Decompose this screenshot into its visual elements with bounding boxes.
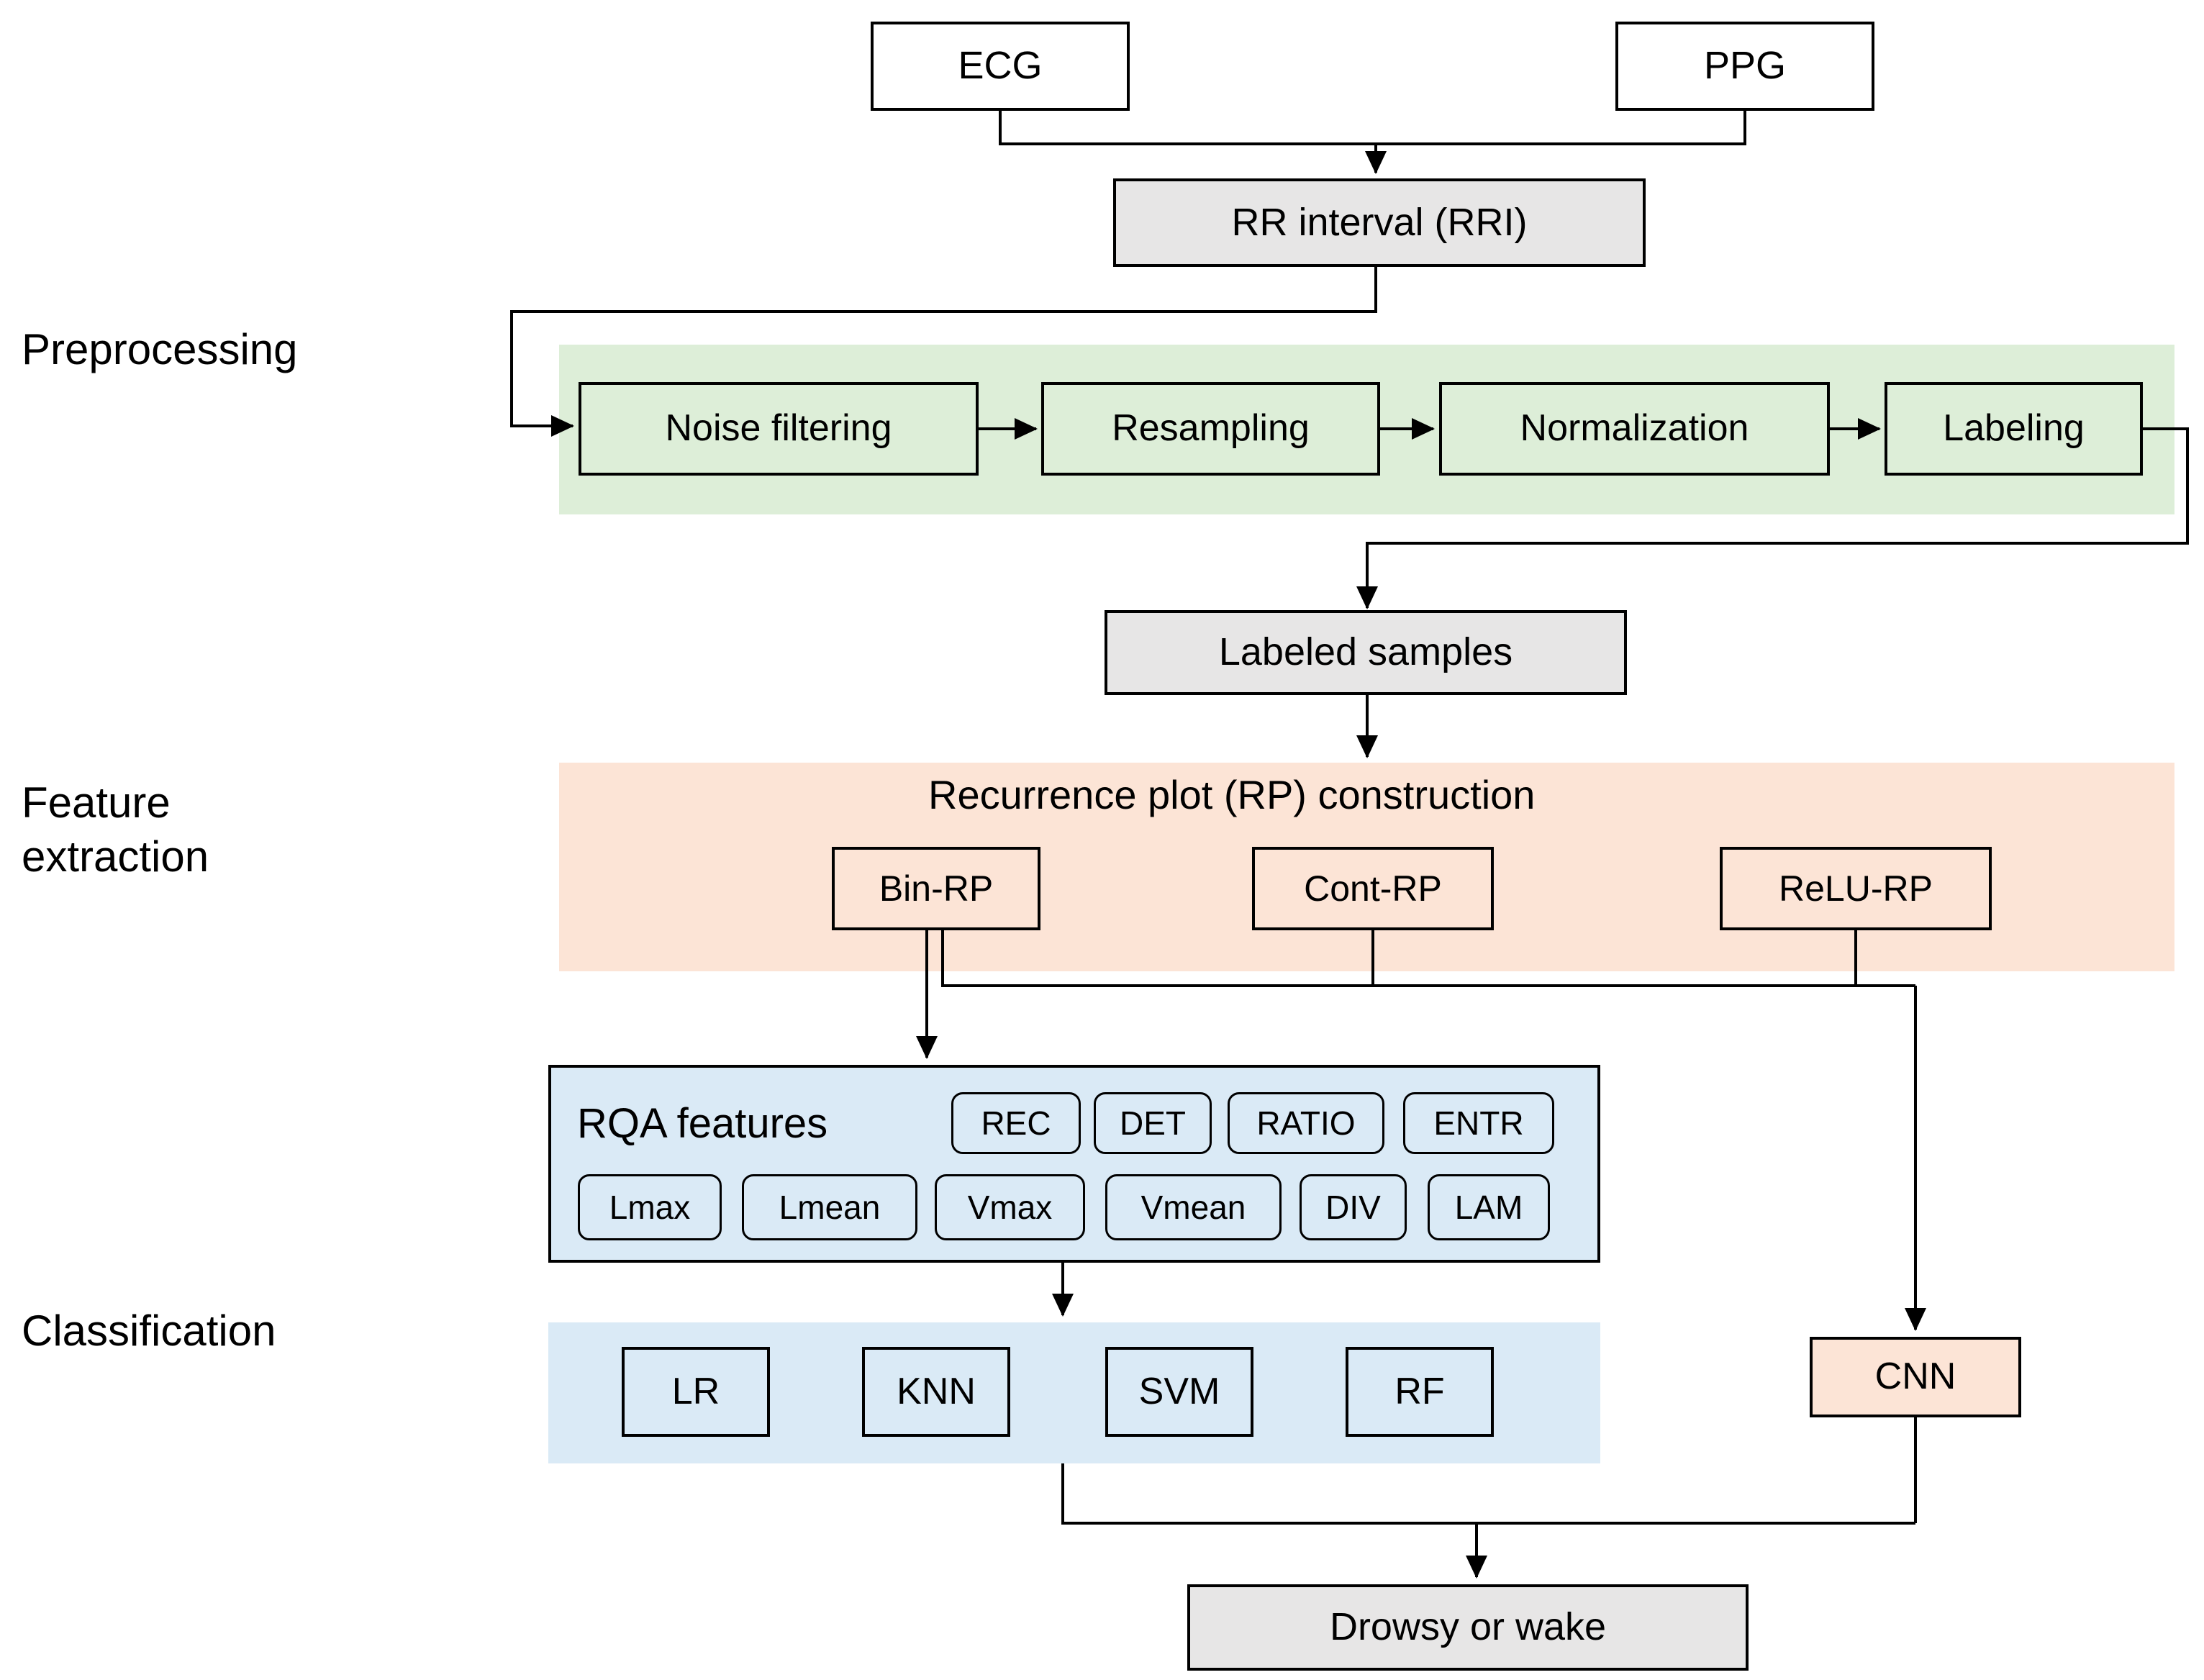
rqa-chip-div: DIV	[1300, 1174, 1407, 1240]
classifier-svm: SVM	[1105, 1347, 1253, 1437]
rqa-chip-lmax: Lmax	[578, 1174, 722, 1240]
step-normalization: Normalization	[1439, 382, 1830, 476]
rqa-chip-rec: REC	[951, 1092, 1081, 1154]
rp-type-relu: ReLU-RP	[1720, 847, 1992, 930]
ppg-node: PPG	[1615, 22, 1874, 111]
step-noise-filtering: Noise filtering	[579, 382, 979, 476]
rqa-chip-lmean: Lmean	[742, 1174, 917, 1240]
rqa-chip-ratio: RATIO	[1228, 1092, 1384, 1154]
step-resampling: Resampling	[1041, 382, 1380, 476]
classifier-cnn: CNN	[1810, 1337, 2021, 1417]
rqa-chip-entr: ENTR	[1403, 1092, 1554, 1154]
rr-interval-node: RR interval (RRI)	[1113, 178, 1646, 267]
stage-label-feature-extraction: Feature extraction	[22, 778, 209, 881]
labeled-samples-node: Labeled samples	[1105, 610, 1627, 695]
ecg-node: ECG	[871, 22, 1130, 111]
output-node: Drowsy or wake	[1187, 1584, 1749, 1671]
rqa-chip-vmean: Vmean	[1105, 1174, 1282, 1240]
classifier-rf: RF	[1346, 1347, 1494, 1437]
rqa-chip-vmax: Vmax	[935, 1174, 1085, 1240]
rp-type-bin: Bin-RP	[832, 847, 1040, 930]
stage-label-classification: Classification	[22, 1307, 276, 1355]
stage-label-preprocessing: Preprocessing	[22, 325, 298, 373]
classifier-lr: LR	[622, 1347, 770, 1437]
rqa-features-label: RQA features	[577, 1100, 828, 1147]
classifier-knn: KNN	[862, 1347, 1010, 1437]
rp-construction-title: Recurrence plot (RP) construction	[928, 772, 1536, 817]
rp-type-cont: Cont-RP	[1252, 847, 1494, 930]
step-labeling: Labeling	[1885, 382, 2143, 476]
rqa-chip-det: DET	[1094, 1092, 1212, 1154]
rqa-chip-lam: LAM	[1428, 1174, 1550, 1240]
